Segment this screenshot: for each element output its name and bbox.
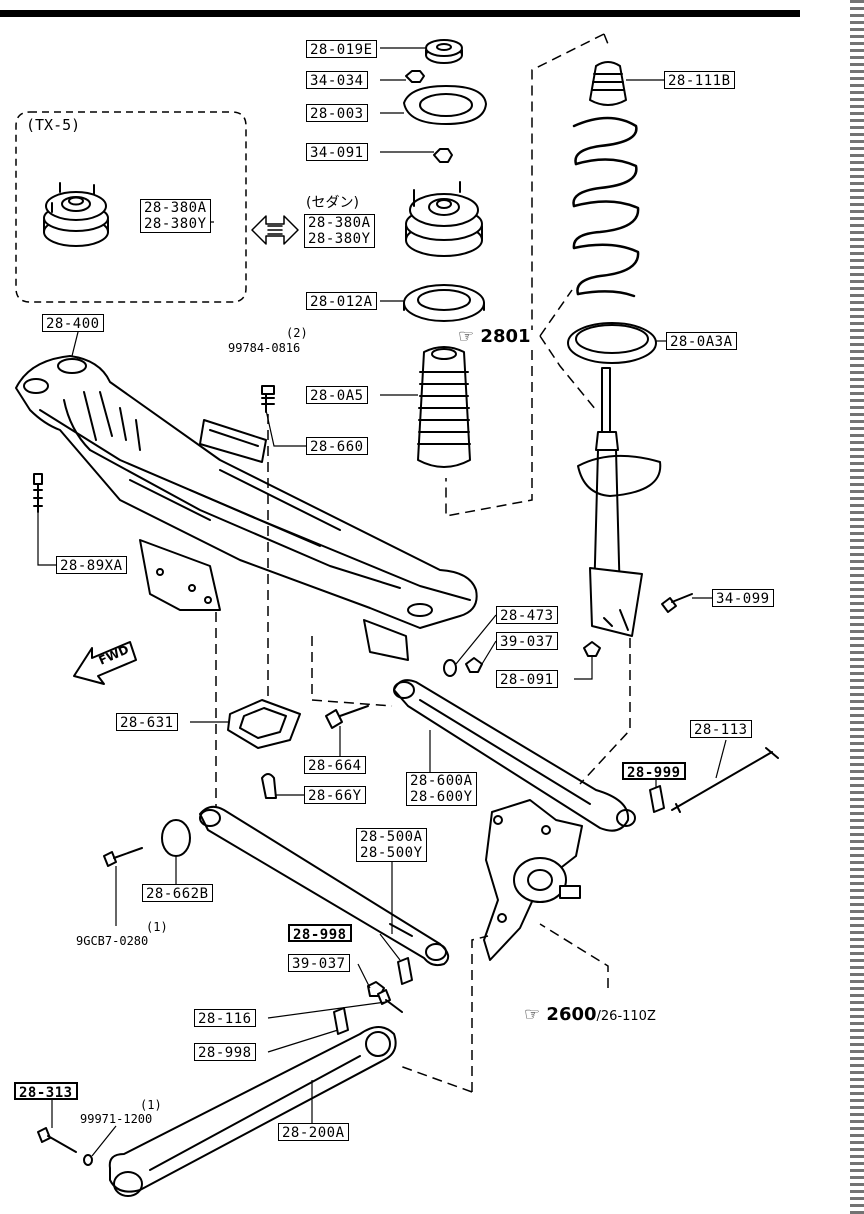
ref-2600[interactable]: ☞ 2600/26-110Z — [524, 1004, 656, 1025]
part-28-631[interactable]: 28-631 — [116, 713, 178, 731]
assembly-dashes — [215, 33, 631, 1093]
part-28-091[interactable]: 28-091 — [496, 670, 558, 688]
insulator-pad — [227, 699, 301, 749]
part-99971-1200[interactable]: 99971-1200 — [80, 1112, 153, 1126]
tx5-strut-mount — [43, 182, 109, 247]
part-34-034[interactable]: 34-034 — [306, 71, 368, 89]
part-28-998-upper[interactable]: 28-998 — [288, 924, 352, 943]
part-28-89XA[interactable]: 28-89XA — [56, 556, 127, 574]
part-28-600A: 28-600A — [410, 773, 473, 789]
part-28-380-sedan[interactable]: 28-380A 28-380Y — [304, 214, 375, 248]
ref-2600-label: 2600 — [546, 1004, 597, 1025]
interchange-arrow — [251, 215, 299, 245]
part-9GCB7-qty: (1) — [146, 920, 168, 934]
strut-nut — [583, 641, 601, 657]
part-28-0A3A[interactable]: 28-0A3A — [666, 332, 737, 350]
part-28-380Y-sedan: 28-380Y — [308, 231, 371, 247]
part-99784-qty: (2) — [286, 326, 308, 340]
dust-boot — [417, 346, 471, 468]
ref-2801-icon: ☞ — [458, 326, 475, 347]
ref-2600-sub: /26-110Z — [596, 1009, 656, 1024]
sedan-strut-mount — [405, 181, 483, 257]
part-28-111B[interactable]: 28-111B — [664, 71, 735, 89]
lock-nut — [405, 70, 425, 83]
cam-bolt — [325, 705, 369, 729]
knuckle-long-bolt — [671, 747, 779, 813]
cam-washer — [261, 773, 277, 799]
link-adjust-plate — [397, 957, 413, 985]
part-28-116[interactable]: 28-116 — [194, 1009, 256, 1027]
mount-nut — [433, 148, 453, 163]
scan-edge — [850, 0, 864, 1214]
part-28-380Y-tx5: 28-380Y — [144, 216, 207, 232]
ref-2801[interactable]: ☞ 2801 — [458, 326, 531, 347]
part-9GCB7-0280[interactable]: 9GCB7-0280 — [76, 934, 149, 948]
coil-spring — [572, 116, 640, 298]
part-28-500Y: 28-500Y — [360, 845, 423, 861]
part-28-0A5[interactable]: 28-0A5 — [306, 386, 368, 404]
part-28-200A[interactable]: 28-200A — [278, 1123, 349, 1141]
fwd-arrow — [73, 641, 137, 685]
cam-nut — [465, 657, 483, 673]
ref-2600-icon: ☞ — [524, 1004, 541, 1025]
part-28-600[interactable]: 28-600A 28-600Y — [406, 772, 477, 806]
part-28-380A-sedan: 28-380A — [308, 215, 371, 231]
link-bolt — [103, 847, 143, 867]
part-34-091[interactable]: 34-091 — [306, 143, 368, 161]
ref-2801-label: 2801 — [480, 326, 531, 347]
shock-absorber — [577, 367, 662, 637]
upper-lateral-link — [393, 679, 636, 832]
part-28-500A: 28-500A — [360, 829, 423, 845]
trailing-link-bolt — [377, 989, 403, 1013]
part-28-380-tx5[interactable]: 28-380A 28-380Y — [140, 199, 211, 233]
washer-plate — [403, 85, 487, 125]
strut-bolt — [661, 593, 693, 613]
part-28-999[interactable]: 28-999 — [622, 762, 686, 781]
part-28-664[interactable]: 28-664 — [304, 756, 366, 774]
part-39-037-lower[interactable]: 39-037 — [288, 954, 350, 972]
part-34-099[interactable]: 34-099 — [712, 589, 774, 607]
part-28-113[interactable]: 28-113 — [690, 720, 752, 738]
cam-plate — [443, 659, 457, 677]
part-28-998-lower[interactable]: 28-998 — [194, 1043, 256, 1061]
part-28-313[interactable]: 28-313 — [14, 1082, 78, 1101]
part-28-500[interactable]: 28-500A 28-500Y — [356, 828, 427, 862]
trailing-link-front-bolt — [37, 1127, 77, 1153]
part-28-660[interactable]: 28-660 — [306, 437, 368, 455]
rear-knuckle — [483, 799, 583, 961]
part-28-600Y: 28-600Y — [410, 789, 473, 805]
part-39-037-upper[interactable]: 39-037 — [496, 632, 558, 650]
spring-seat-ring — [403, 284, 485, 322]
crossmember-long-bolt — [33, 473, 43, 513]
link-bushing — [161, 819, 191, 857]
sedan-label: (セダン) — [306, 195, 359, 211]
bump-stopper — [589, 61, 627, 106]
trailing-link — [108, 1026, 397, 1197]
part-28-019E[interactable]: 28-019E — [306, 40, 377, 58]
rear-lateral-link — [199, 805, 450, 967]
part-28-380A-tx5: 28-380A — [144, 200, 207, 216]
part-99971-qty: (1) — [140, 1098, 162, 1112]
part-28-662B[interactable]: 28-662B — [142, 884, 213, 902]
top-rule — [0, 10, 800, 17]
strut-cap — [425, 39, 463, 64]
part-28-66Y[interactable]: 28-66Y — [304, 786, 366, 804]
small-washer — [83, 1154, 93, 1166]
adjust-plate — [649, 785, 665, 813]
tx5-label: (TX-5) — [26, 116, 81, 134]
crossmember-bolt — [261, 385, 275, 413]
rear-crossmember — [15, 355, 478, 661]
lower-spring-seat — [567, 322, 657, 364]
part-28-473[interactable]: 28-473 — [496, 606, 558, 624]
part-28-003[interactable]: 28-003 — [306, 104, 368, 122]
part-28-012A[interactable]: 28-012A — [306, 292, 377, 310]
part-99784-0816[interactable]: 99784-0816 — [228, 341, 301, 355]
tx5-box — [15, 111, 247, 303]
part-28-400[interactable]: 28-400 — [42, 314, 104, 332]
trailing-adjust-plate — [333, 1007, 349, 1035]
